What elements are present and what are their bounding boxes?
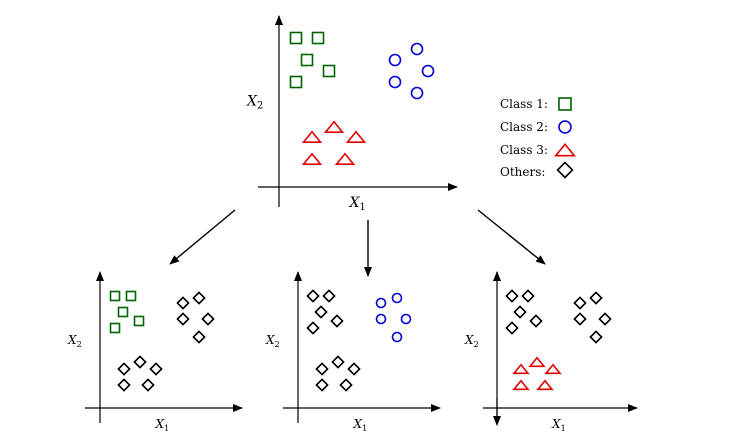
class1-marker (109, 290, 121, 302)
x-axis-label: X1 (551, 417, 566, 433)
class2-marker (421, 64, 435, 78)
class1-marker (300, 53, 314, 67)
class2-marker (388, 75, 402, 89)
panel-bottom-middle: X1 X2 (265, 271, 441, 433)
others-marker (330, 314, 344, 328)
x-axis-label: X1 (353, 417, 368, 433)
class2-marker (410, 86, 424, 100)
class1-marker (109, 322, 121, 334)
legend-label-others: Others: (500, 165, 545, 179)
legend-triangle-icon (554, 143, 576, 157)
legend-label-class-2: Class 2: (500, 120, 548, 134)
class3-marker (323, 120, 345, 134)
others-marker (315, 362, 329, 376)
class2-marker (375, 313, 387, 325)
legend-circle-icon (558, 120, 572, 134)
panel-bottom-left: X1 X2 (67, 271, 243, 433)
others-marker (339, 378, 353, 392)
others-marker (505, 321, 519, 335)
others-marker (141, 378, 155, 392)
x-axis-label: X1 (349, 195, 366, 213)
others-marker (322, 289, 336, 303)
class2-marker (410, 42, 424, 56)
y-axis-label: X2 (464, 333, 479, 349)
class1-marker (289, 31, 303, 45)
class2-marker (388, 53, 402, 67)
others-marker (192, 291, 206, 305)
class3-marker (512, 363, 530, 375)
others-marker (117, 362, 131, 376)
others-marker (598, 312, 612, 326)
class3-marker (345, 130, 367, 144)
legend-label-class-3: Class 3: (500, 143, 548, 157)
others-marker (176, 296, 190, 310)
others-marker (201, 312, 215, 326)
others-marker (529, 314, 543, 328)
class1-marker (311, 31, 325, 45)
y-axis-label: X2 (265, 333, 280, 349)
class3-marker (301, 130, 323, 144)
class3-marker (528, 356, 546, 368)
others-marker (117, 378, 131, 392)
legend-square-icon (558, 97, 572, 111)
legend-label-class-1: Class 1: (500, 97, 548, 111)
class1-marker (117, 306, 129, 318)
class3-marker (301, 152, 323, 166)
class2-marker (391, 331, 403, 343)
others-marker (513, 305, 527, 319)
others-marker (573, 312, 587, 326)
class3-marker (512, 379, 530, 391)
others-marker (314, 305, 328, 319)
panel-bottom-right: X1 X2 (464, 271, 638, 433)
others-marker (589, 330, 603, 344)
class3-marker (334, 152, 356, 166)
others-marker (306, 289, 320, 303)
arrow-to-right-panel (477, 209, 546, 265)
class1-marker (289, 75, 303, 89)
legend: Class 1: Class 2: Class 3: Others: (500, 97, 576, 179)
others-marker (347, 362, 361, 376)
others-marker (315, 378, 329, 392)
others-marker (133, 355, 147, 369)
class1-marker (125, 290, 137, 302)
others-marker (176, 312, 190, 326)
others-marker (192, 330, 206, 344)
others-marker (521, 289, 535, 303)
others-marker (589, 291, 603, 305)
x-axis-label: X1 (155, 417, 170, 433)
others-marker (573, 296, 587, 310)
panel-top: X1 X2 (246, 15, 458, 213)
others-marker (331, 355, 345, 369)
arrow-to-left-panel (169, 209, 236, 265)
others-marker (306, 321, 320, 335)
others-marker (505, 289, 519, 303)
y-axis-label: X2 (67, 333, 82, 349)
legend-diamond-icon (556, 161, 574, 179)
class3-marker (536, 379, 554, 391)
y-axis-label: X2 (246, 94, 263, 112)
others-marker (149, 362, 163, 376)
class2-marker (400, 313, 412, 325)
class2-marker (375, 297, 387, 309)
class2-marker (391, 292, 403, 304)
class1-marker (322, 64, 336, 78)
class3-marker (544, 363, 562, 375)
class1-marker (133, 315, 145, 327)
